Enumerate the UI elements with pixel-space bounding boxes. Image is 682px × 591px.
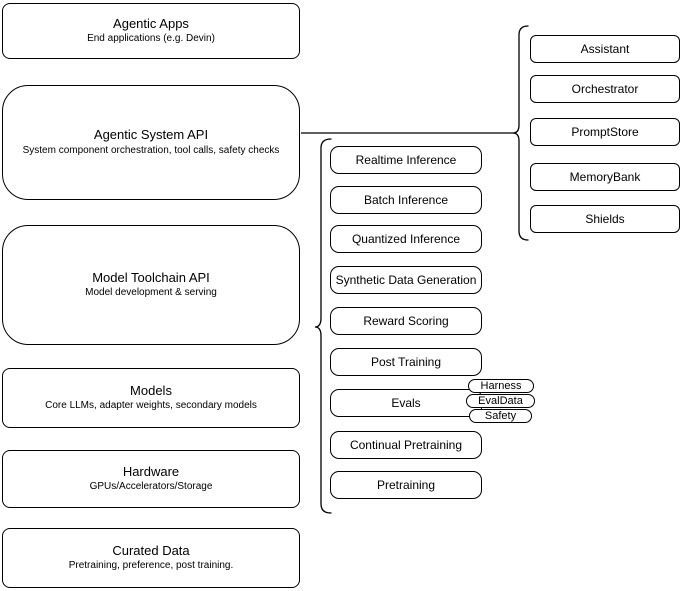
eval-tag-harness: Harness — [468, 379, 534, 393]
node-title: Hardware — [122, 463, 180, 479]
node-models: Models Core LLMs, adapter weights, secon… — [2, 368, 300, 428]
component-node-memorybank: MemoryBank — [530, 163, 680, 191]
toolchain-node-realtime-inference: Realtime Inference — [330, 146, 482, 174]
node-subtitle: GPUs/Accelerators/Storage — [89, 481, 213, 493]
toolchain-node-pretraining: Pretraining — [330, 471, 482, 499]
node-curated-data: Curated Data Pretraining, preference, po… — [2, 528, 300, 588]
node-model-toolchain-api: Model Toolchain API Model development & … — [2, 225, 300, 345]
eval-tag-safety: Safety — [469, 409, 532, 423]
node-subtitle: Pretraining, preference, post training. — [68, 560, 234, 572]
node-title: Model Toolchain API — [92, 269, 210, 285]
node-agentic-apps: Agentic Apps End applications (e.g. Devi… — [2, 3, 300, 59]
toolchain-node-batch-inference: Batch Inference — [330, 186, 482, 214]
toolchain-node-synthetic-data-generation: Synthetic Data Generation — [330, 266, 482, 294]
node-subtitle: Core LLMs, adapter weights, secondary mo… — [45, 400, 257, 412]
eval-tag-evaldata: EvalData — [466, 394, 535, 408]
node-hardware: Hardware GPUs/Accelerators/Storage — [2, 450, 300, 508]
component-node-assistant: Assistant — [530, 35, 680, 63]
component-node-shields: Shields — [530, 205, 680, 233]
node-subtitle: System component orchestration, tool cal… — [22, 144, 280, 156]
toolchain-node-reward-scoring: Reward Scoring — [330, 307, 482, 335]
node-title: Agentic Apps — [113, 15, 189, 31]
toolchain-node-continual-pretraining: Continual Pretraining — [330, 431, 482, 459]
component-node-promptstore: PromptStore — [530, 118, 680, 146]
toolchain-brace — [314, 138, 332, 514]
node-subtitle: End applications (e.g. Devin) — [87, 33, 215, 45]
component-node-orchestrator: Orchestrator — [530, 75, 680, 103]
node-title: Models — [130, 382, 172, 398]
node-title: Agentic System API — [93, 127, 209, 143]
node-title: Curated Data — [112, 542, 190, 558]
node-subtitle: Model development & serving — [85, 287, 217, 299]
toolchain-node-post-training: Post Training — [330, 348, 482, 376]
toolchain-node-evals: Evals — [330, 389, 482, 417]
system-components-brace — [512, 25, 529, 241]
node-agentic-system-api: Agentic System API System component orch… — [2, 85, 300, 200]
toolchain-node-quantized-inference: Quantized Inference — [330, 225, 482, 253]
